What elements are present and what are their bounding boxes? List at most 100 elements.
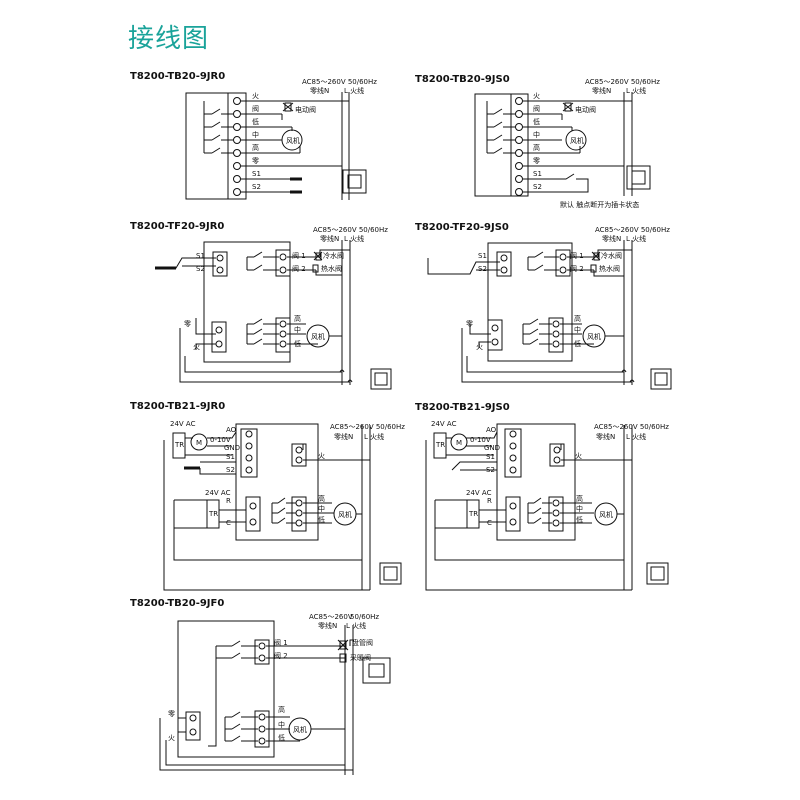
- s1-s2-card-cable: [290, 177, 302, 194]
- gnd-label: GND: [224, 444, 240, 452]
- s2-label: S2: [486, 466, 495, 474]
- term-neutral: 零: [252, 157, 259, 165]
- valve2-label: 阀 2: [292, 264, 306, 273]
- range-label: 0-10V: [210, 436, 231, 444]
- mid-label: 中: [574, 325, 581, 334]
- valve1-label: 阀 1: [292, 251, 306, 260]
- model-label-d1: T8200-TB20-9JR0: [130, 71, 226, 82]
- low-label: 低: [576, 515, 583, 524]
- model-label-d3: T8200-TF20-9JR0: [130, 221, 225, 232]
- ac-supply: AC85～260V 50/60Hz: [585, 78, 660, 86]
- fan-label: 风机: [293, 725, 307, 734]
- mid-label: 中: [576, 504, 583, 513]
- fan-label: 风机: [286, 136, 300, 145]
- motor-label: M: [456, 439, 462, 447]
- actuator-motor: [190, 433, 208, 451]
- relay-contacts: [211, 108, 221, 154]
- transformer-tr: [433, 432, 447, 459]
- neutral-short: 零: [168, 710, 175, 718]
- cold-valve-label: 冷水阀: [601, 251, 622, 260]
- transformer-tr: [466, 499, 480, 529]
- neutral-label: 零线N: [596, 432, 615, 441]
- high-label: 高: [318, 494, 325, 503]
- cold-valve-label: 冷水阀: [323, 251, 344, 260]
- c-label: C: [226, 519, 231, 527]
- terminals: [233, 97, 241, 196]
- live-short: 火: [193, 343, 200, 351]
- tr-label-2: TR: [468, 510, 478, 518]
- thermostat-icon: [370, 368, 392, 390]
- live-label: L 火线: [364, 432, 384, 441]
- neutral-label: 零线N: [318, 621, 337, 630]
- page-title: 接线图: [128, 24, 210, 54]
- transformer-tr: [172, 432, 186, 459]
- term-neutral: 零: [533, 157, 540, 165]
- term-live: 火: [252, 92, 259, 100]
- mid-label: 中: [318, 504, 325, 513]
- ac-supply: AC85～260V 50/60Hz: [594, 423, 669, 431]
- diagram-tb20-9js0: 火 阀 低 中 高 零 S1 S2 AC85～260V 50/60Hz 零线N …: [474, 78, 660, 209]
- terminal-block: [227, 92, 247, 200]
- s1-label: S1: [226, 453, 235, 461]
- live-short: 火: [168, 734, 175, 742]
- motor-valve-label: 电动阀: [575, 105, 596, 114]
- term-low: 低: [533, 117, 540, 126]
- neutral-label: 零线N: [334, 432, 353, 441]
- hot-valve-label: 热水阀: [321, 264, 342, 273]
- ac-supply: AC85～260V 50/60Hz: [595, 226, 670, 234]
- live-label: L 火线: [626, 234, 646, 243]
- thermostat-icon: [646, 562, 669, 585]
- live-label: L 火线: [344, 234, 364, 243]
- term-s1: S1: [533, 170, 542, 178]
- fan-label: 风机: [599, 510, 613, 519]
- live-label: L 火线: [346, 621, 366, 630]
- fan-label: 风机: [338, 510, 352, 519]
- gnd-label: GND: [484, 444, 500, 452]
- card-loop: [451, 461, 497, 471]
- tr-label: TR: [174, 441, 184, 449]
- thermostat-icon: [626, 165, 651, 190]
- term-low: 低: [252, 117, 259, 126]
- ao-label: AO: [486, 426, 497, 434]
- ac-supply: AC85～260V 50/60Hz: [330, 423, 405, 431]
- term-live: 火: [533, 92, 540, 100]
- neutral-label: 零线N: [592, 86, 611, 95]
- diagram-tb20-9jr0: 火 阀 低 中 高 零 S1 S2 AC85～260V 50/60Hz 零线N …: [185, 78, 377, 200]
- field-wires: [241, 100, 349, 193]
- term-s1: S1: [252, 170, 261, 178]
- diagram-tb20-9jf0: 阀 1 阀 2 盘管阀 采暖阀 高 中 低 风机 零 火 AC85～260V 5…: [159, 613, 391, 775]
- live-label: L 火线: [344, 86, 364, 95]
- model-label-d4: T8200-TF20-9JS0: [415, 222, 509, 233]
- diagram-tb21-9js0: 24V AC TR M AO 0-10V GND S1 S2 24V AC TR…: [425, 420, 669, 591]
- v24ac-label: 24V AC: [170, 420, 196, 428]
- low-label: 低: [278, 733, 285, 742]
- live-short: 火: [476, 343, 483, 351]
- motor-label: M: [196, 439, 202, 447]
- s1-label: S1: [486, 453, 495, 461]
- diagram-tf20-9jr0: S1 S2 阀 1 阀 2 冷水阀 热水阀 高 中 低 风机 零 火 AC85～…: [155, 226, 392, 390]
- motor-valve-label: 电动阀: [295, 105, 316, 114]
- ac-supply: AC85～260V: [309, 613, 353, 621]
- high-label: 高: [576, 494, 583, 503]
- valve2-label: 阀 2: [274, 651, 288, 660]
- card-contact: [560, 173, 575, 180]
- high-label: 高: [278, 705, 285, 714]
- thermostat-icon: [379, 562, 402, 585]
- supply-lines: [341, 92, 350, 200]
- neutral-label: 零线N: [602, 234, 621, 243]
- thermostat-icon: [342, 169, 367, 194]
- coil-valve-label: 盘管阀: [352, 638, 373, 647]
- tr-label: TR: [435, 441, 445, 449]
- term-s2: S2: [252, 183, 261, 191]
- low-label: 低: [294, 339, 301, 348]
- s2-label: S2: [196, 265, 205, 273]
- term-valve: 阀: [252, 104, 259, 113]
- r-label: R: [226, 497, 231, 505]
- model-label-d7: T8200-TB20-9JF0: [130, 598, 225, 609]
- fan-symbol: [565, 129, 587, 151]
- fan-label: 风机: [587, 332, 601, 341]
- s2-label: S2: [226, 466, 235, 474]
- diagram-tf20-9js0: S1 S2 阀 1 阀 2 冷水阀 热水阀 高 中 低 风机 零 火 AC85～…: [427, 226, 672, 390]
- neutral-label: 零线N: [310, 86, 329, 95]
- neutral-short: 零: [184, 320, 191, 328]
